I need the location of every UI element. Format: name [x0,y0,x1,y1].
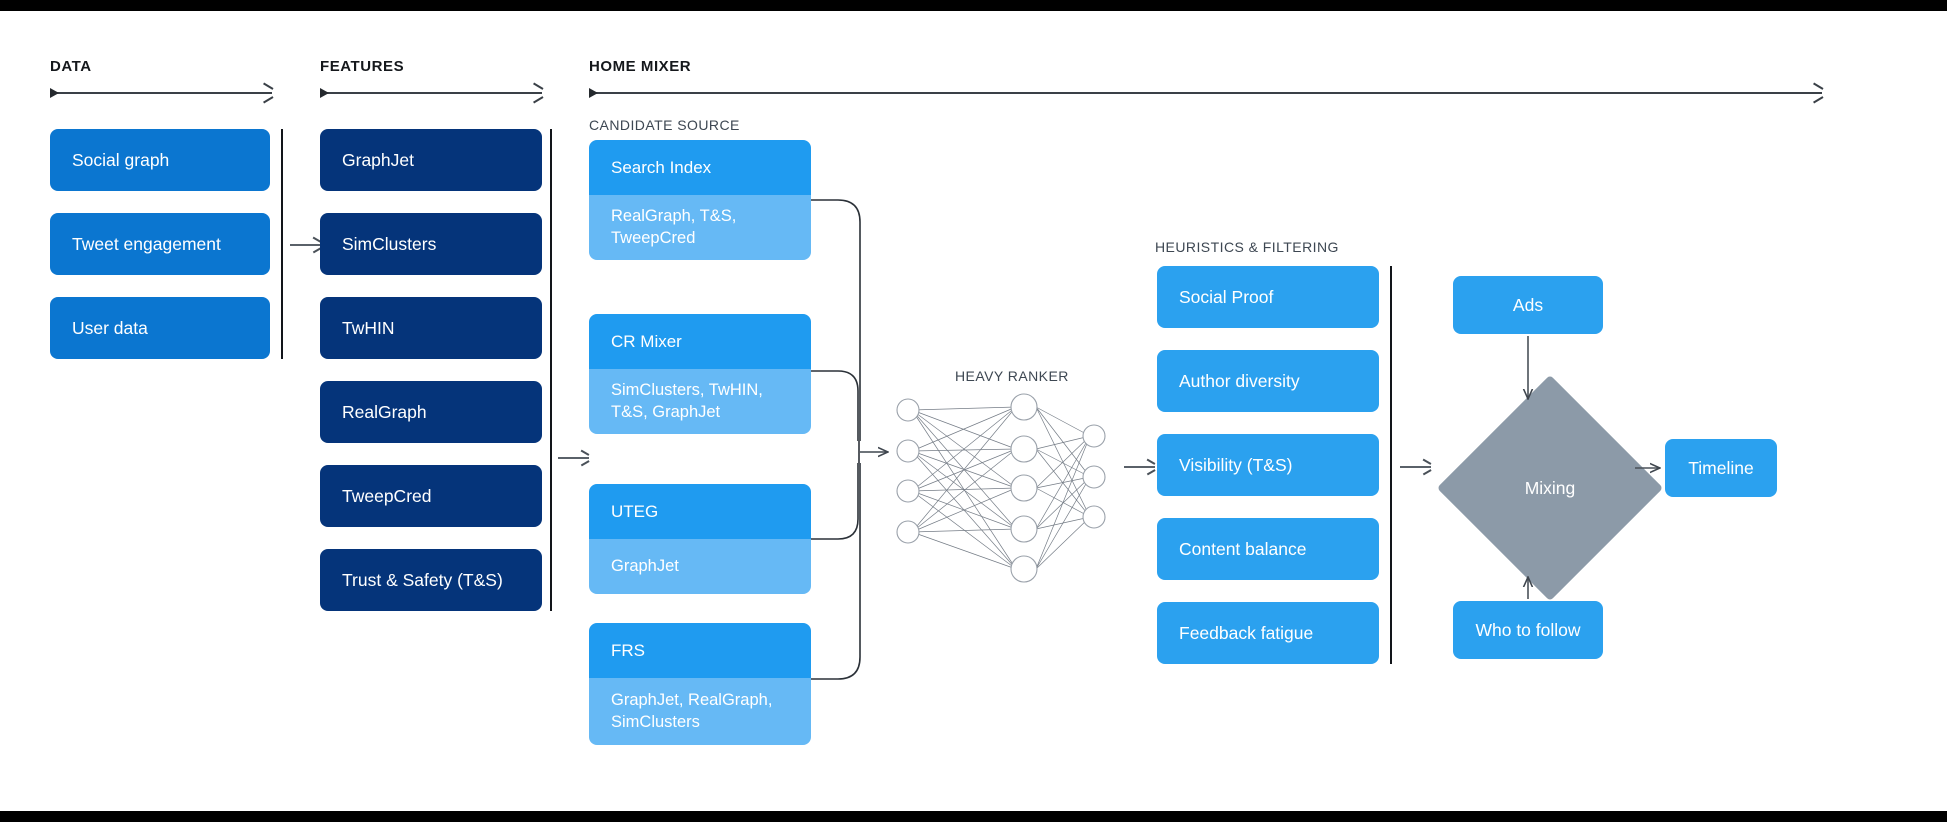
card-label: Visibility (T&S) [1179,454,1293,475]
features-axis-arrow [320,87,542,99]
output-card-ads[interactable]: Ads [1453,276,1603,334]
nn-output-node [1082,505,1106,529]
card-label: Feedback fatigue [1179,622,1314,643]
nn-output-node [1082,424,1106,448]
connector-overlay [811,199,1947,680]
candidate-detail: GraphJet, RealGraph, SimClusters [589,678,811,745]
data-card-tweet-engagement[interactable]: Tweet engagement [50,213,270,275]
home-mixer-axis-arrow [589,87,1822,99]
card-label: Timeline [1688,457,1754,478]
divider-heuristics-mixing [1390,266,1392,664]
mixing-label: Mixing [1524,477,1576,498]
section-label-features: FEATURES [320,58,405,75]
candidate-title: Search Index [589,140,811,195]
data-card-social-graph[interactable]: Social graph [50,129,270,191]
letterbox-bottom [0,811,1947,822]
feature-card-realgraph[interactable]: RealGraph [320,381,542,443]
heavy-ranker-network [896,393,1106,583]
card-label: GraphJet [342,149,414,170]
candidate-detail: SimClusters, TwHIN, T&S, GraphJet [589,369,811,434]
feature-card-graphjet[interactable]: GraphJet [320,129,542,191]
card-label: Ads [1512,294,1544,315]
candidate-title: CR Mixer [589,314,811,369]
arrow-ranker-to-heuristics [1124,462,1155,472]
candidate-detail: RealGraph, T&S, TweepCred [589,195,811,260]
heuristic-card-visibility[interactable]: Visibility (T&S) [1157,434,1379,496]
nn-input-node [896,398,920,422]
nn-hidden-node [1010,515,1038,543]
arrow-data-to-features [290,240,321,250]
nn-hidden-node [1010,435,1038,463]
card-label: Social Proof [1179,286,1274,307]
candidate-card-search-index[interactable]: Search Index RealGraph, T&S, TweepCred [589,140,811,260]
candidate-card-frs[interactable]: FRS GraphJet, RealGraph, SimClusters [589,623,811,745]
section-label-heuristics: HEURISTICS & FILTERING [1155,239,1339,255]
card-label: Author diversity [1179,370,1300,391]
candidate-card-cr-mixer[interactable]: CR Mixer SimClusters, TwHIN, T&S, GraphJ… [589,314,811,434]
nn-input-node [896,479,920,503]
nn-input-node [896,439,920,463]
card-label: User data [72,317,148,338]
card-label: Content balance [1179,538,1307,559]
section-label-data: DATA [50,58,92,75]
output-card-timeline[interactable]: Timeline [1665,439,1777,497]
card-label: TweepCred [342,485,432,506]
candidate-title: UTEG [589,484,811,539]
arrow-heuristics-to-mixing [1400,462,1431,472]
card-label: TwHIN [342,317,395,338]
nn-hidden-node [1010,474,1038,502]
candidate-detail: GraphJet [589,539,811,594]
card-label: SimClusters [342,233,437,254]
candidate-merge-bracket [811,199,861,680]
section-label-home-mixer: HOME MIXER [589,58,692,75]
data-axis-arrow [50,87,272,99]
letterbox-top [0,0,1947,11]
data-card-user-data[interactable]: User data [50,297,270,359]
divider-features-home-mixer [550,129,552,611]
nn-output-node [1082,465,1106,489]
candidate-card-uteg[interactable]: UTEG GraphJet [589,484,811,594]
nn-hidden-node [1010,555,1038,583]
card-label: Social graph [72,149,170,170]
card-label: RealGraph [342,401,427,422]
nn-hidden-node [1010,393,1038,421]
feature-card-twhin[interactable]: TwHIN [320,297,542,359]
section-label-heavy-ranker: HEAVY RANKER [955,368,1069,384]
diagram-canvas: DATA FEATURES HOME MIXER CANDIDATE SOURC… [0,11,1947,811]
card-label: Tweet engagement [72,233,221,254]
divider-data-features [281,129,283,359]
feature-card-tweepcred[interactable]: TweepCred [320,465,542,527]
heuristic-card-content-balance[interactable]: Content balance [1157,518,1379,580]
feature-card-simclusters[interactable]: SimClusters [320,213,542,275]
output-card-who-to-follow[interactable]: Who to follow [1453,601,1603,659]
candidate-title: FRS [589,623,811,678]
nn-input-node [896,520,920,544]
heuristic-card-feedback-fatigue[interactable]: Feedback fatigue [1157,602,1379,664]
section-label-candidate-source: CANDIDATE SOURCE [589,117,740,133]
heuristic-card-social-proof[interactable]: Social Proof [1157,266,1379,328]
feature-card-trust-safety[interactable]: Trust & Safety (T&S) [320,549,542,611]
card-label: Who to follow [1475,619,1581,640]
heuristic-card-author-diversity[interactable]: Author diversity [1157,350,1379,412]
card-label: Trust & Safety (T&S) [342,569,503,590]
arrow-features-to-mixer [558,453,589,463]
